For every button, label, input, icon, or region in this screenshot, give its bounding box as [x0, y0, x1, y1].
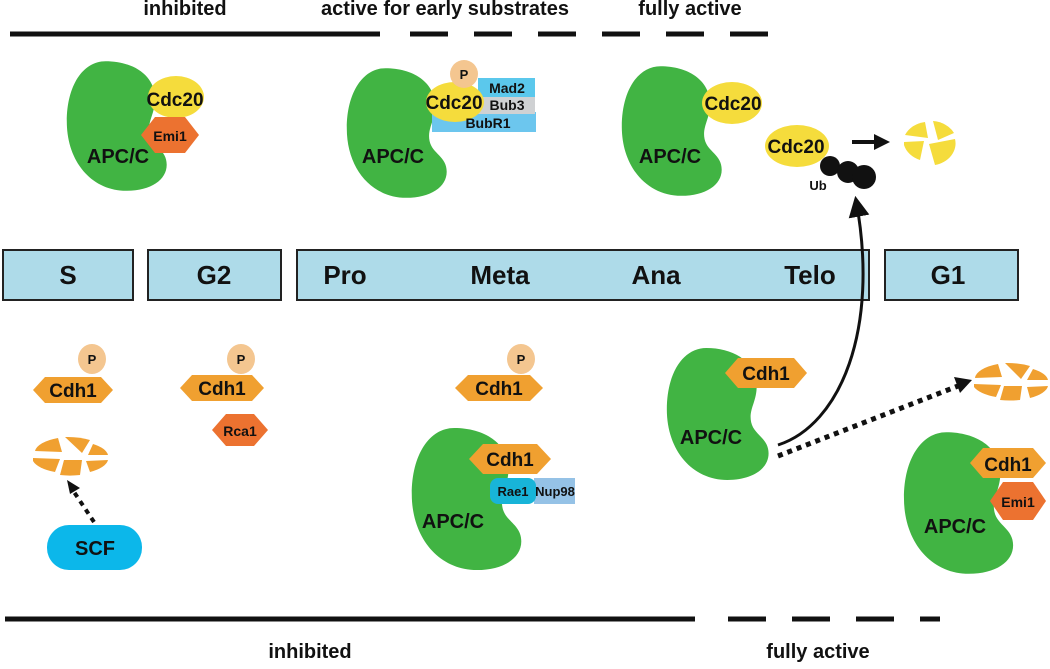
cdc20-ellipse: [702, 82, 762, 124]
emi1-hexagon: [141, 117, 199, 153]
bub3-label: Bub3: [490, 97, 525, 113]
rae1-box: [490, 478, 536, 504]
apc-cdh1-rae1-nup98-complex: Cdh1 Rae1 Nup98 APC/C: [411, 427, 575, 571]
phase-telo-label: Telo: [784, 260, 836, 290]
cdh1-phosphorylated-s: P Cdh1: [33, 344, 113, 403]
bub3-box: [478, 97, 535, 114]
phase-box-s: [2, 249, 134, 301]
phospho-label: P: [460, 67, 469, 82]
ubiquitin-bead: [820, 156, 840, 176]
degraded-cdh1-fragments-s: [33, 436, 108, 476]
phospho-label: P: [88, 352, 97, 367]
cdc20-label: Cdc20: [425, 93, 482, 114]
rca1-label: Rca1: [223, 423, 257, 439]
cdc20-label: Cdc20: [767, 137, 824, 158]
cdh1-label: Cdh1: [984, 455, 1032, 476]
degraded-cdc20-fragments: [904, 121, 956, 165]
cdh1-hexagon: [455, 375, 543, 401]
cdh1-label: Cdh1: [49, 381, 97, 402]
apc-c-shape: [346, 68, 447, 198]
phase-box-g2: [147, 249, 282, 301]
cdc20-ellipse: [765, 125, 829, 167]
nup98-label: Nup98: [535, 484, 575, 499]
top-label-inhibited: inhibited: [143, 0, 226, 20]
phase-pro-label: Pro: [323, 260, 366, 290]
scf-arrow-head: [67, 480, 80, 494]
apc-cdh1-active-complex: Cdh1 APC/C: [666, 348, 807, 480]
nup98-box: [534, 478, 575, 504]
top-label-early-active: active for early substrates: [321, 0, 569, 20]
emi1-label: Emi1: [1001, 494, 1035, 510]
cdh1-hexagon: [469, 444, 551, 474]
phase-box-g1: [884, 249, 1019, 301]
emi1-hexagon: [990, 482, 1046, 520]
bottom-label-fully-active: fully active: [766, 641, 869, 663]
top-label-fully-active: fully active: [638, 0, 741, 20]
emi1-label: Emi1: [153, 128, 187, 144]
cdc20-ellipse: [148, 76, 204, 118]
phase-ana-label: Ana: [631, 260, 681, 290]
apc-label: APC/C: [680, 427, 742, 449]
apc-label: APC/C: [362, 146, 424, 168]
cdh1-hexagon: [33, 377, 113, 403]
cdc20-label: Cdc20: [146, 90, 203, 111]
cdh1-degradation-arrow-shaft: [777, 383, 959, 459]
mad2-box: [478, 78, 535, 97]
cdc20-ellipse: [426, 82, 484, 122]
cdc20-targeting-arrow: [777, 195, 870, 447]
phospho-circle: [450, 60, 478, 88]
apc-mcc-complex: P Cdc20 Mad2 Bub3 BubR1 APC/C: [346, 60, 536, 198]
rca1-hexagon: [212, 414, 268, 446]
cdh1-label: Cdh1: [742, 364, 790, 385]
cdh1-hexagon: [725, 358, 807, 388]
cdc20-ubiquitination: Cdc20 Ub: [765, 121, 956, 193]
apc-cdh1-emi1-complex: Cdh1 Emi1 APC/C: [903, 432, 1046, 574]
mad2-label: Mad2: [489, 80, 525, 96]
apc-label: APC/C: [87, 146, 149, 168]
bubr1-label: BubR1: [465, 115, 510, 131]
cdh1-hexagon: [970, 448, 1046, 478]
phase-g2-label: G2: [197, 260, 232, 290]
rae1-label: Rae1: [497, 484, 528, 499]
phospho-circle: [78, 344, 106, 374]
cdh1-phosphorylated-mitosis: P Cdh1: [455, 344, 543, 401]
cdh1-hexagon: [180, 375, 264, 401]
ub-label: Ub: [809, 178, 826, 193]
phase-g1-label: G1: [931, 260, 966, 290]
cdh1-label: Cdh1: [486, 450, 534, 471]
phase-box-mitosis: [296, 249, 870, 301]
apc-label: APC/C: [422, 511, 484, 533]
phase-meta-label: Meta: [470, 260, 530, 290]
ubiquitin-bead: [852, 165, 876, 189]
phase-bar: S G2 Pro Meta Ana Telo G1: [2, 249, 1019, 301]
cdc20-label: Cdc20: [704, 94, 761, 115]
apc-c-shape: [621, 66, 722, 196]
scf-label: SCF: [75, 538, 115, 560]
phospho-label: P: [517, 352, 526, 367]
phase-s-label: S: [59, 260, 76, 290]
bottom-label-inhibited: inhibited: [268, 641, 351, 663]
phospho-circle: [507, 344, 535, 374]
apc-emi1-complex-top: Cdc20 Emi1 APC/C: [66, 61, 204, 191]
apc-label: APC/C: [639, 146, 701, 168]
cdh1-label: Cdh1: [475, 379, 523, 400]
phospho-circle: [227, 344, 255, 374]
apc-cdc20-active-complex: Cdc20 APC/C: [621, 66, 762, 196]
degraded-cdh1-fragments-g1: [974, 362, 1048, 401]
phospho-label: P: [237, 352, 246, 367]
apc-label: APC/C: [924, 516, 986, 538]
cdh1-label: Cdh1: [198, 379, 246, 400]
degradation-arrow-head: [874, 134, 890, 150]
cdh1-degradation-arrow-head: [954, 377, 972, 393]
scf-pill: [47, 525, 142, 570]
scf-arrow-shaft: [72, 490, 96, 524]
cdh1-rca1-complex: P Cdh1 Rca1: [180, 344, 268, 446]
